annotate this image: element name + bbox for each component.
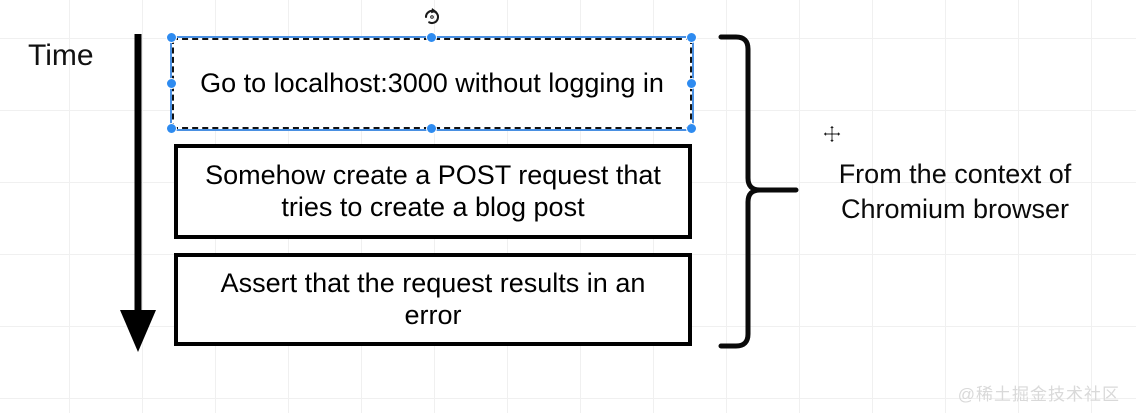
resize-handle-bottom-right[interactable] (686, 123, 697, 134)
resize-handle-top-center[interactable] (426, 32, 437, 43)
step-1-box[interactable]: Go to localhost:3000 without logging in (172, 38, 692, 129)
resize-handle-top-right[interactable] (686, 32, 697, 43)
brace-annotation: From the context of Chromium browser (800, 157, 1110, 226)
right-curly-brace-icon (718, 30, 808, 365)
resize-handle-top-left[interactable] (166, 32, 177, 43)
time-axis-label: Time (28, 39, 94, 72)
step-1-selection-group[interactable]: Go to localhost:3000 without logging in (166, 8, 842, 144)
rotate-icon[interactable] (420, 5, 444, 29)
resize-handle-middle-left[interactable] (166, 78, 177, 89)
resize-handle-bottom-left[interactable] (166, 123, 177, 134)
step-2-box[interactable]: Somehow create a POST request that tries… (174, 144, 692, 239)
resize-handle-middle-right[interactable] (686, 78, 697, 89)
watermark: @稀土掘金技术社区 (957, 385, 1120, 404)
step-3-box[interactable]: Assert that the request results in an er… (174, 253, 692, 346)
brace-annotation-line-1: From the context of (838, 159, 1072, 189)
move-cursor-icon (822, 124, 842, 144)
brace-annotation-line-2: Chromium browser (840, 193, 1070, 224)
time-axis-arrow (112, 30, 172, 370)
resize-handle-bottom-center[interactable] (426, 123, 437, 134)
